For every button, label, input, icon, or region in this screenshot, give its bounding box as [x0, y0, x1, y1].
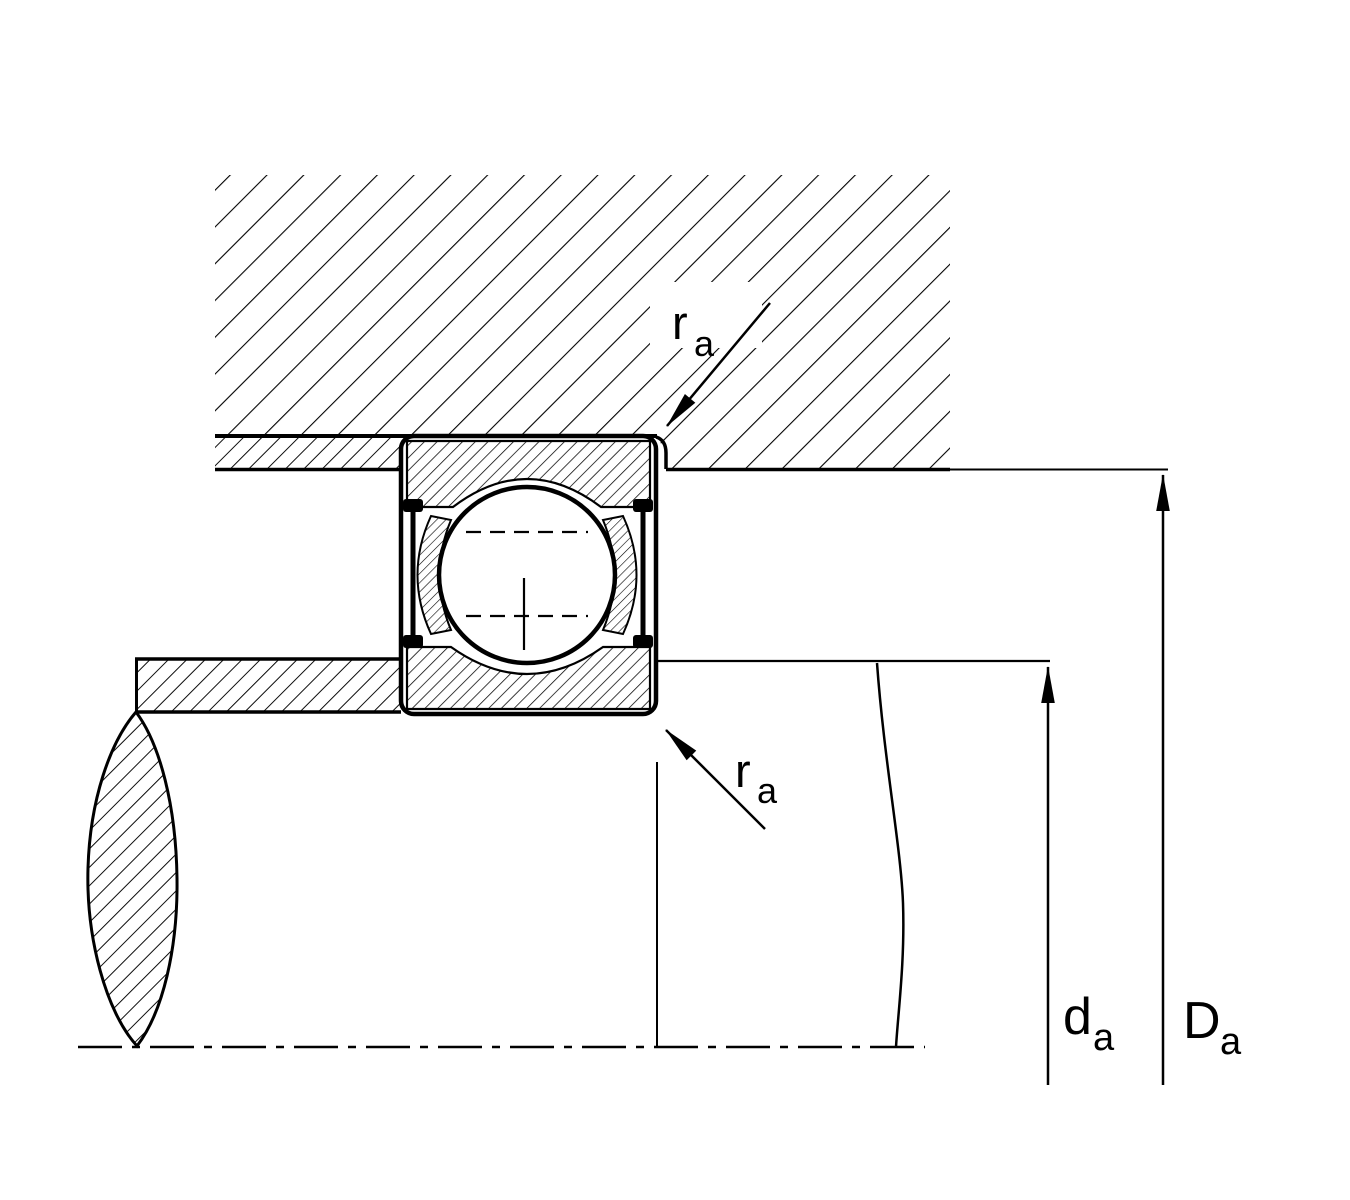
ra-top-label-base: r — [672, 296, 688, 349]
ra-bottom-label-sub: a — [757, 770, 778, 811]
housing-bore-fillet — [655, 435, 668, 469]
ra-top-label-sub: a — [694, 323, 715, 364]
shield-left — [403, 499, 423, 648]
shaft-break-curve — [875, 662, 905, 1048]
ra-top-leader — [666, 302, 771, 427]
Da-label-sub: a — [1220, 1021, 1242, 1063]
shaft-fillet-leaf — [86, 709, 179, 1049]
housing-section — [215, 175, 950, 472]
housing-shoulder-hatch — [215, 438, 401, 469]
ball — [436, 484, 618, 666]
inner-ring-section — [405, 645, 652, 711]
da-label-base: d — [1063, 988, 1092, 1046]
shaft-shoulder-section — [135, 657, 401, 714]
ra-bottom-label-base: r — [735, 744, 751, 797]
shield-right-top-anchor — [633, 499, 653, 512]
dimension-da: d a — [1041, 666, 1115, 1085]
cage-right-section — [601, 514, 638, 636]
reference-lines — [656, 468, 1168, 1048]
ra-bottom-leader — [665, 729, 766, 830]
bearing-assembly — [398, 433, 659, 717]
Da-label-base: D — [1183, 992, 1221, 1050]
cage-left-section — [416, 514, 453, 636]
annotation-ra-bottom: r a — [665, 729, 778, 830]
ra-top-label-halo — [650, 282, 762, 348]
dimension-Da: D a — [1156, 474, 1242, 1085]
annotation-ra-top: r a — [650, 282, 771, 427]
shield-right — [633, 499, 653, 648]
housing-shoulder — [215, 438, 401, 472]
shaft-fillet-section — [86, 709, 179, 1049]
housing-hatch-region — [215, 175, 950, 470]
outer-ring-section — [405, 439, 652, 509]
da-label-sub: a — [1093, 1017, 1115, 1059]
shaft-shoulder-hatch — [137, 659, 401, 712]
shield-left-top-anchor — [403, 499, 423, 512]
